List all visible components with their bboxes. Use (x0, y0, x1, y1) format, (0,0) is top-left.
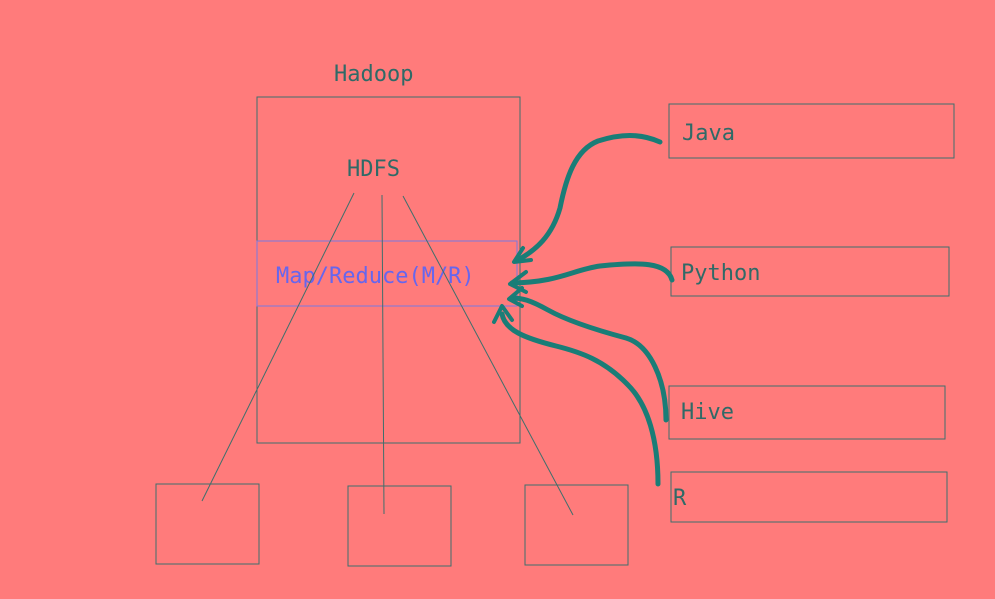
hive-label: Hive (681, 400, 734, 425)
java-box (668, 103, 955, 159)
python-box (670, 246, 950, 297)
connector-arrows (492, 133, 675, 487)
python-arrow (509, 261, 675, 286)
hive-box (668, 385, 946, 440)
data-node-right (524, 484, 629, 566)
hdfs-line-left (201, 192, 355, 502)
mapreduce-box (256, 240, 518, 307)
hive-arrowhead (507, 286, 524, 308)
hdfs-label: HDFS (347, 157, 400, 182)
data-node-left (155, 483, 260, 565)
r-box (670, 471, 948, 523)
java-label: Java (682, 121, 735, 146)
python-label: Python (681, 261, 760, 286)
mapreduce-label: Map/Reduce(M/R) (276, 264, 475, 289)
hdfs-line-right (402, 195, 574, 516)
data-node-center (347, 485, 452, 567)
r-arrowhead (492, 304, 514, 324)
hive-arrow (509, 295, 669, 423)
r-label: R (673, 486, 687, 511)
r-arrow (499, 311, 661, 487)
hadoop-title: Hadoop (334, 62, 413, 87)
java-arrowhead (512, 246, 533, 264)
java-arrow (515, 133, 663, 263)
hdfs-line-center (381, 194, 385, 515)
